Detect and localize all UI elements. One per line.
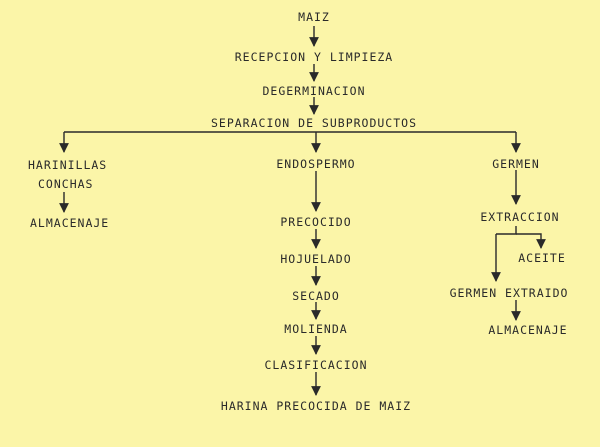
node-precocido: PRECOCIDO <box>280 215 352 229</box>
node-harina-precocida-de-maiz: HARINA PRECOCIDA DE MAIZ <box>220 399 412 413</box>
node-conchas: CONCHAS <box>38 177 94 191</box>
node-separacion-de-subproductos: SEPARACION DE SUBPRODUCTOS <box>210 116 418 130</box>
node-germen-extraido: GERMEN EXTRAIDO <box>449 286 569 300</box>
node-germen: GERMEN <box>492 157 540 171</box>
node-endospermo: ENDOSPERMO <box>276 157 356 171</box>
node-harinillas: HARINILLAS <box>28 158 108 172</box>
node-clasificacion: CLASIFICACION <box>264 358 368 372</box>
node-almacenaje-right: ALMACENAJE <box>488 323 568 337</box>
node-aceite: ACEITE <box>518 251 566 265</box>
connector-extraccion-split <box>496 226 517 235</box>
node-maiz: MAIZ <box>298 10 330 24</box>
node-extraccion: EXTRACCION <box>480 210 560 224</box>
node-hojuelado: HOJUELADO <box>280 252 352 266</box>
node-degerminacion: DEGERMINACION <box>262 84 366 98</box>
node-secado: SECADO <box>292 289 340 303</box>
node-molienda: MOLIENDA <box>284 322 348 336</box>
node-almacenaje-left: ALMACENAJE <box>30 216 110 230</box>
arrow-to-aceite <box>516 233 546 249</box>
node-recepcion-y-limpieza: RECEPCION Y LIMPIEZA <box>234 50 394 64</box>
